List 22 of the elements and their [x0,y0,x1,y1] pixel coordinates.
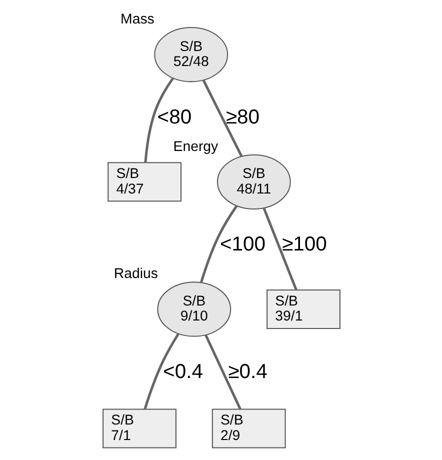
connector [143,333,179,410]
edge-label: ≥80 [225,106,260,128]
edge-label: ≥0.4 [228,360,267,383]
connector [202,80,242,157]
node-label: Energy [172,138,218,155]
connector [204,334,241,410]
connector [200,205,238,283]
edge-label: ≥100 [282,234,326,256]
edge-label: <80 [156,106,192,128]
connector [144,78,174,163]
node-label: Mass [120,12,154,28]
node-box: S/B 7/1 [102,408,176,448]
node-box: S/B 39/1 [266,289,340,329]
connector [262,208,297,290]
edge-label: <0.4 [162,360,203,383]
node-ellipse: S/B 9/10 [156,282,231,337]
node-ellipse: S/B 48/11 [216,154,290,210]
edge-label: <100 [219,234,266,256]
node-box: S/B 2/9 [211,408,286,448]
node-box: S/B 4/37 [107,162,181,202]
node-label: Radius [113,266,158,282]
node-ellipse: S/B 52/48 [154,27,228,82]
